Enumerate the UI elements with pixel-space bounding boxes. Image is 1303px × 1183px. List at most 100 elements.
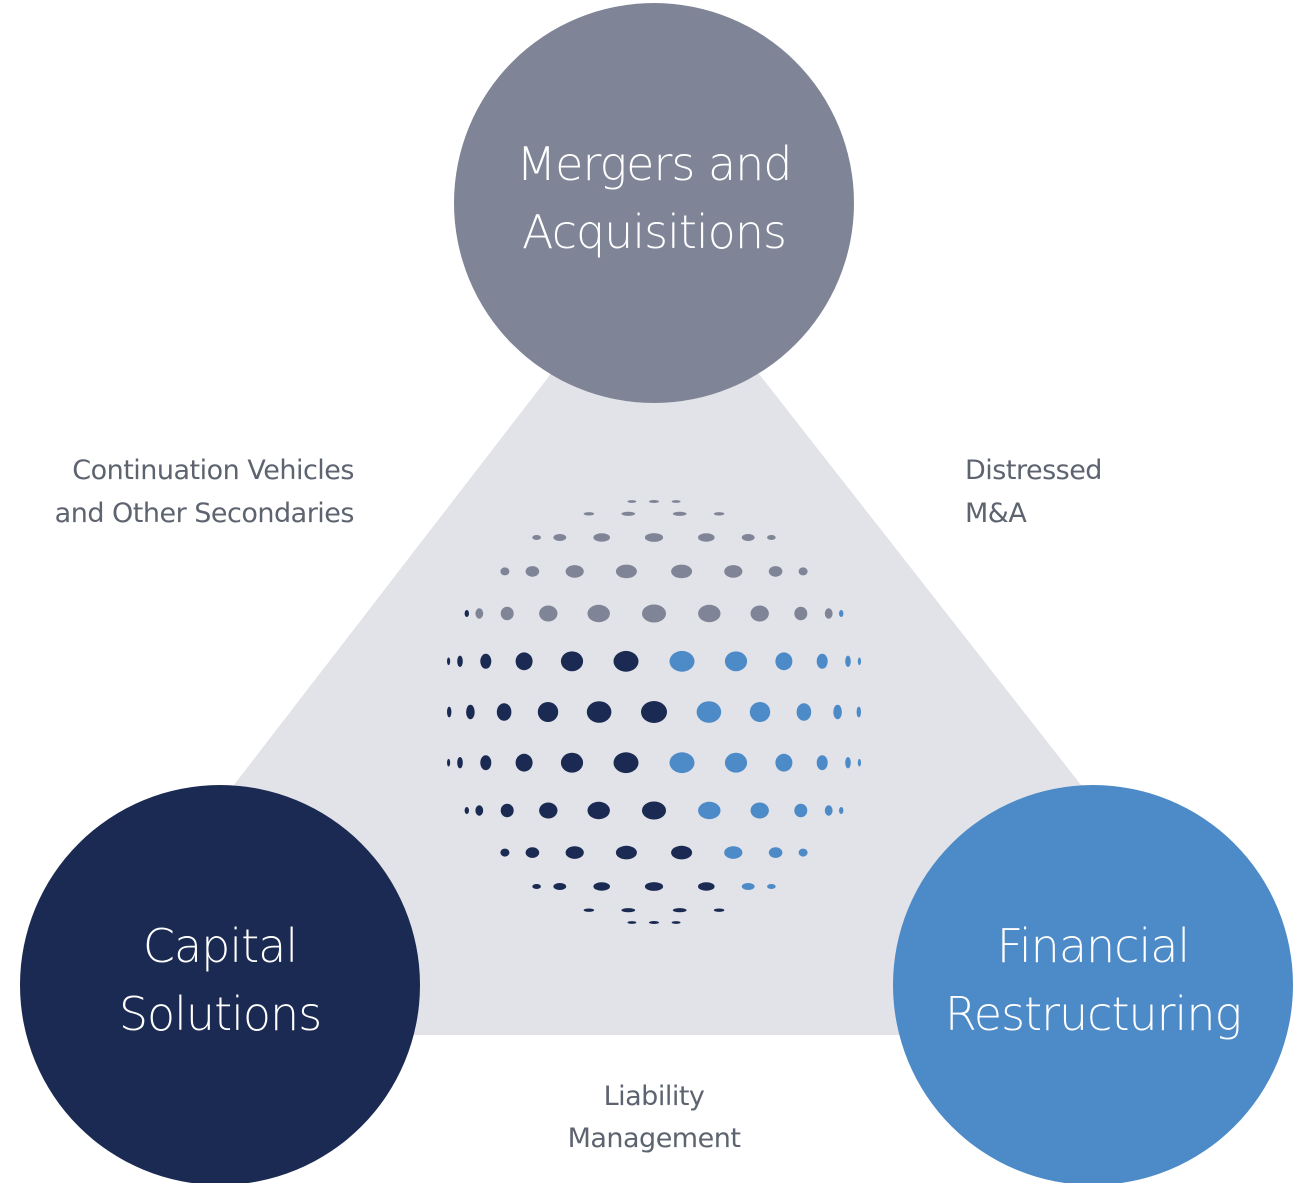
globe-dot [698,882,715,891]
globe-dot [565,565,584,578]
globe-dot [642,604,666,623]
globe-dot [537,702,559,722]
globe-dot [696,701,722,723]
globe-dot [583,908,595,912]
globe-dot [816,653,828,669]
dotted-globe-icon [447,500,862,924]
globe-dot [671,500,681,503]
globe-dot [698,604,721,623]
globe-dot [775,652,793,671]
globe-dot [500,848,510,857]
globe-dot [724,752,748,773]
globe-dot [669,752,695,774]
globe-dot [515,753,533,772]
globe-dot [532,884,541,889]
globe-dot [713,512,725,516]
globe-dot [857,657,862,666]
globe-dot [447,758,451,767]
globe-dot [627,500,637,503]
globe-dot [798,567,808,576]
edge-label-bottom-line1: Liability [604,1081,705,1112]
globe-dot [816,755,828,771]
globe-dot [565,846,584,859]
globe-dot [475,608,484,619]
globe-dot [839,807,844,814]
globe-dot [621,511,636,516]
globe-dot [466,704,475,720]
node-financial-restructuring: Financial Restructuring [893,785,1293,1183]
globe-dot [641,701,667,723]
globe-dot [593,882,610,891]
globe-dot [648,500,660,503]
globe-dot [845,655,851,667]
globe-dot [724,565,743,578]
connecting-triangle [230,240,1085,1035]
label-restructuring-line2: Restructuring [945,987,1241,1041]
label-restructuring-line1: Financial [997,919,1189,973]
globe-dot [648,921,660,924]
globe-dot [833,704,842,720]
edge-label-left-line1: Continuation Vehicles [72,455,354,486]
circle-mergers-acquisitions [454,3,854,403]
globe-dot [857,758,862,767]
globe-dot [480,755,492,771]
globe-dot [644,533,664,542]
globe-dot [767,884,776,889]
label-ma-line1: Mergers and [516,137,791,191]
globe-dot [749,702,771,722]
globe-dot [615,564,637,579]
globe-dot [839,610,844,617]
globe-dot [457,757,463,769]
globe-dot [583,512,595,516]
globe-dot [447,657,451,666]
globe-dot [741,883,755,890]
globe-dot [539,802,558,819]
globe-dot [586,701,612,723]
globe-dot [845,757,851,769]
globe-dot [621,908,636,913]
globe-dot [671,845,693,860]
globe-dot [775,753,793,772]
globe-dot [553,534,567,541]
globe-dot [671,921,681,924]
globe-dot [856,706,861,718]
globe-dot [768,847,783,858]
globe-dot [750,802,769,819]
globe-dot [587,604,610,623]
globe-dot [724,846,743,859]
globe-dot [768,566,783,577]
globe-dot [532,535,541,540]
edge-label-bottom-line2: Management [568,1123,741,1154]
globe-dot [480,653,492,669]
node-mergers-acquisitions: Mergers and Acquisitions [454,3,854,403]
globe-dot [672,511,687,516]
globe-dot [671,564,693,579]
globe-dot [615,845,637,860]
globe-dot [613,650,639,672]
globe-dot [750,605,769,622]
label-ma-line2: Acquisitions [522,205,786,259]
globe-dot [475,805,484,816]
globe-dot [794,606,808,621]
label-capital-line2: Solutions [119,987,321,1041]
globe-dot [724,651,748,672]
globe-dot [767,535,776,540]
globe-dot [627,921,637,924]
globe-dot [447,706,452,718]
globe-dot [539,605,558,622]
globe-dot [698,801,721,820]
globe-dot [500,567,510,576]
globe-dot [496,703,512,721]
globe-dot [824,805,833,816]
globe-dot [713,908,725,912]
edge-label-right-line1: Distressed [965,455,1102,486]
circle-financial-restructuring [893,785,1293,1183]
globe-dot [593,533,610,542]
globe-dot [553,883,567,890]
node-capital-solutions: Capital Solutions [20,785,420,1183]
globe-dot [672,908,687,913]
globe-dot [525,566,540,577]
edge-label-right-line2: M&A [965,498,1027,529]
globe-dot [824,608,833,619]
